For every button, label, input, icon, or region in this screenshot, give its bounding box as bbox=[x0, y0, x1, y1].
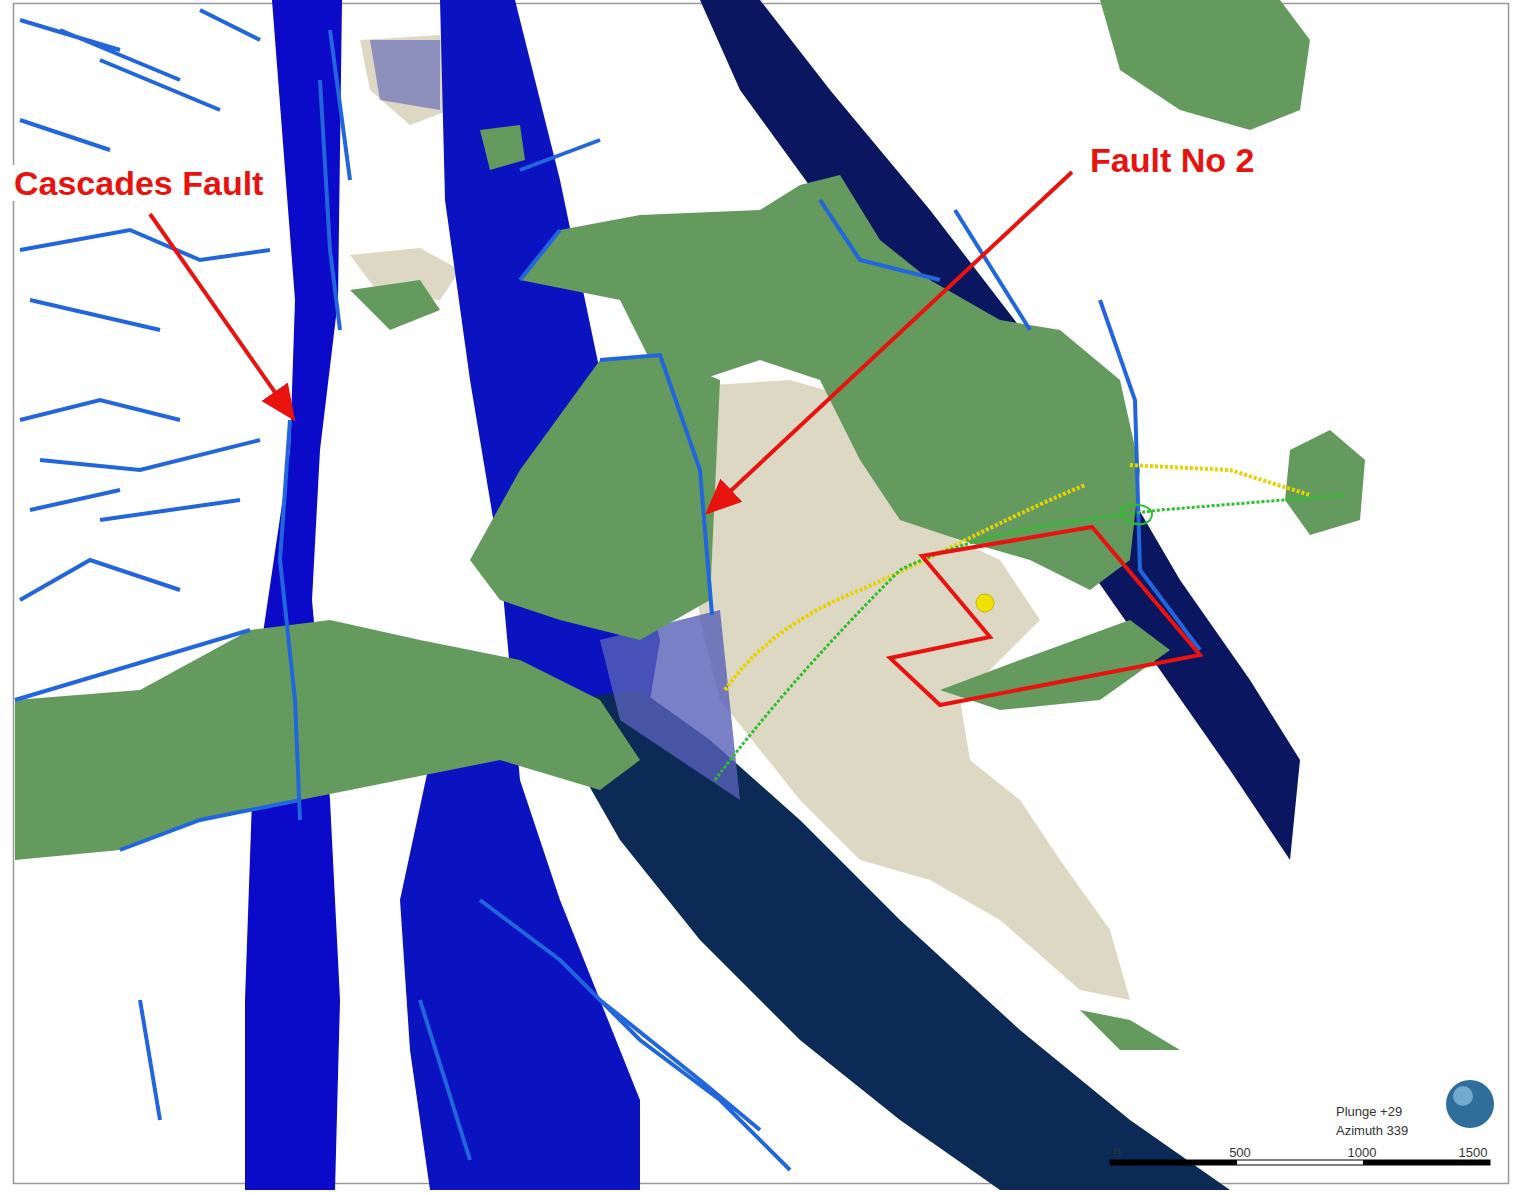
scale-bar bbox=[1110, 1160, 1490, 1165]
target-outline bbox=[890, 527, 1200, 705]
drill-trace bbox=[715, 495, 1345, 780]
view-plunge: Plunge +29 bbox=[1336, 1105, 1402, 1118]
leader-arrow bbox=[708, 172, 1072, 512]
fault-label: Cascades Fault bbox=[12, 165, 265, 201]
fault-label: Fault No 2 bbox=[1088, 142, 1256, 178]
scale-number: 1000 bbox=[1348, 1146, 1377, 1159]
drill-trace bbox=[725, 485, 1085, 690]
target-point bbox=[976, 594, 994, 612]
view-azimuth: Azimuth 339 bbox=[1336, 1124, 1408, 1137]
orientation-sphere bbox=[1446, 1080, 1494, 1128]
scale-number: 1500 bbox=[1459, 1146, 1488, 1159]
scale-number: 500 bbox=[1229, 1146, 1251, 1159]
green-surface bbox=[15, 0, 1365, 1050]
leader-arrow bbox=[150, 214, 293, 418]
drill-trace bbox=[1120, 505, 1152, 524]
orientation-sphere bbox=[1453, 1086, 1473, 1106]
drill-trace bbox=[1130, 465, 1310, 495]
scale-number: 0 bbox=[1113, 1146, 1120, 1159]
fault-surface bbox=[245, 0, 1300, 1190]
